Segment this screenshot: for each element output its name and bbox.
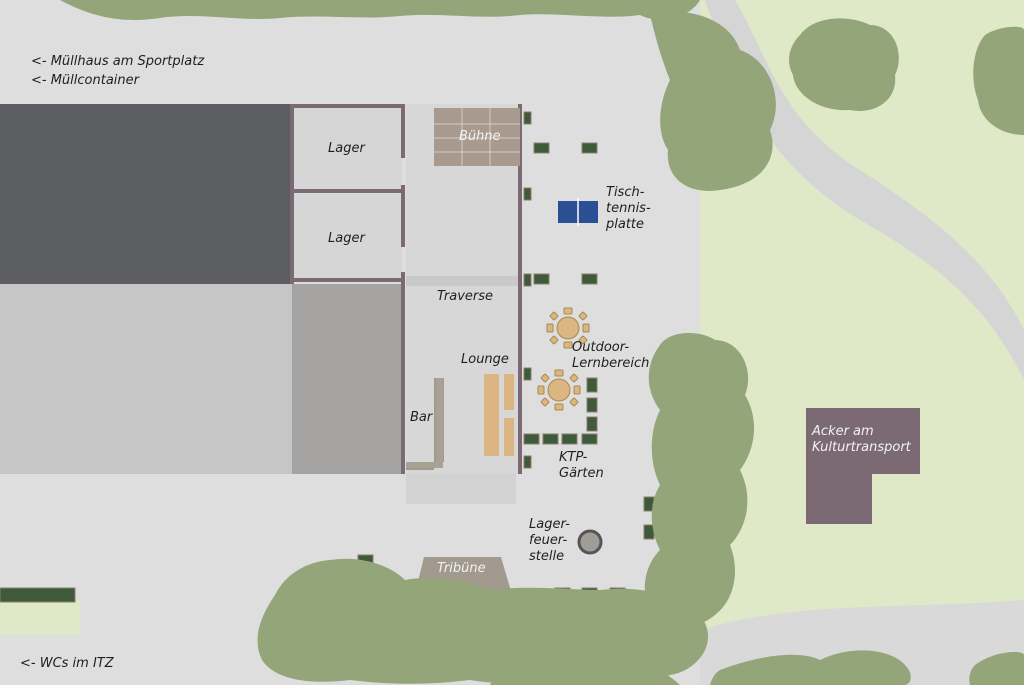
stage xyxy=(434,108,520,166)
lager-room-1 xyxy=(294,108,402,191)
label-acker: Acker am Kulturtransport xyxy=(812,424,911,455)
round-table-1 xyxy=(546,307,590,349)
entrance-area xyxy=(406,474,516,504)
label-tischtennis: Tisch- tennis- platte xyxy=(606,185,651,232)
traverse-band xyxy=(406,276,520,286)
hall-shade-section xyxy=(292,284,404,474)
label-lager-1: Lager xyxy=(328,141,365,156)
fire-pit xyxy=(577,529,603,555)
label-bar: Bar xyxy=(410,410,433,425)
label-outdoor: Outdoor- Lernbereich xyxy=(572,340,650,371)
bar-counter xyxy=(406,378,444,470)
acker-field xyxy=(806,408,920,524)
label-tribuene: Tribüne xyxy=(437,561,486,576)
lounge-table-2 xyxy=(504,374,514,410)
label-wcs: <- WCs im ITZ xyxy=(20,656,114,671)
round-table-2 xyxy=(537,369,581,411)
label-muellhaus: <- Müllhaus am Sportplatz xyxy=(31,54,205,69)
trees xyxy=(60,0,1024,685)
lager-room-2 xyxy=(294,194,402,278)
label-lagerfeuer: Lager- feuer- stelle xyxy=(529,517,570,564)
grass-area xyxy=(700,0,1024,685)
grass-strip xyxy=(0,600,80,635)
label-muellcontainer: <- Müllcontainer xyxy=(31,73,139,88)
footpath xyxy=(705,0,1024,380)
label-ktp: KTP- Gärten xyxy=(559,450,604,481)
walls xyxy=(290,104,522,474)
hall-light-section xyxy=(0,284,292,474)
lounge-table-1 xyxy=(484,374,499,456)
label-lounge: Lounge xyxy=(461,352,509,367)
hall-dark-section xyxy=(0,104,292,284)
bar-counter-shape xyxy=(406,378,443,468)
label-traverse: Traverse xyxy=(437,289,494,304)
lounge-table-3 xyxy=(504,418,514,456)
label-buehne: Bühne xyxy=(459,129,501,144)
label-lager-2: Lager xyxy=(328,231,365,246)
